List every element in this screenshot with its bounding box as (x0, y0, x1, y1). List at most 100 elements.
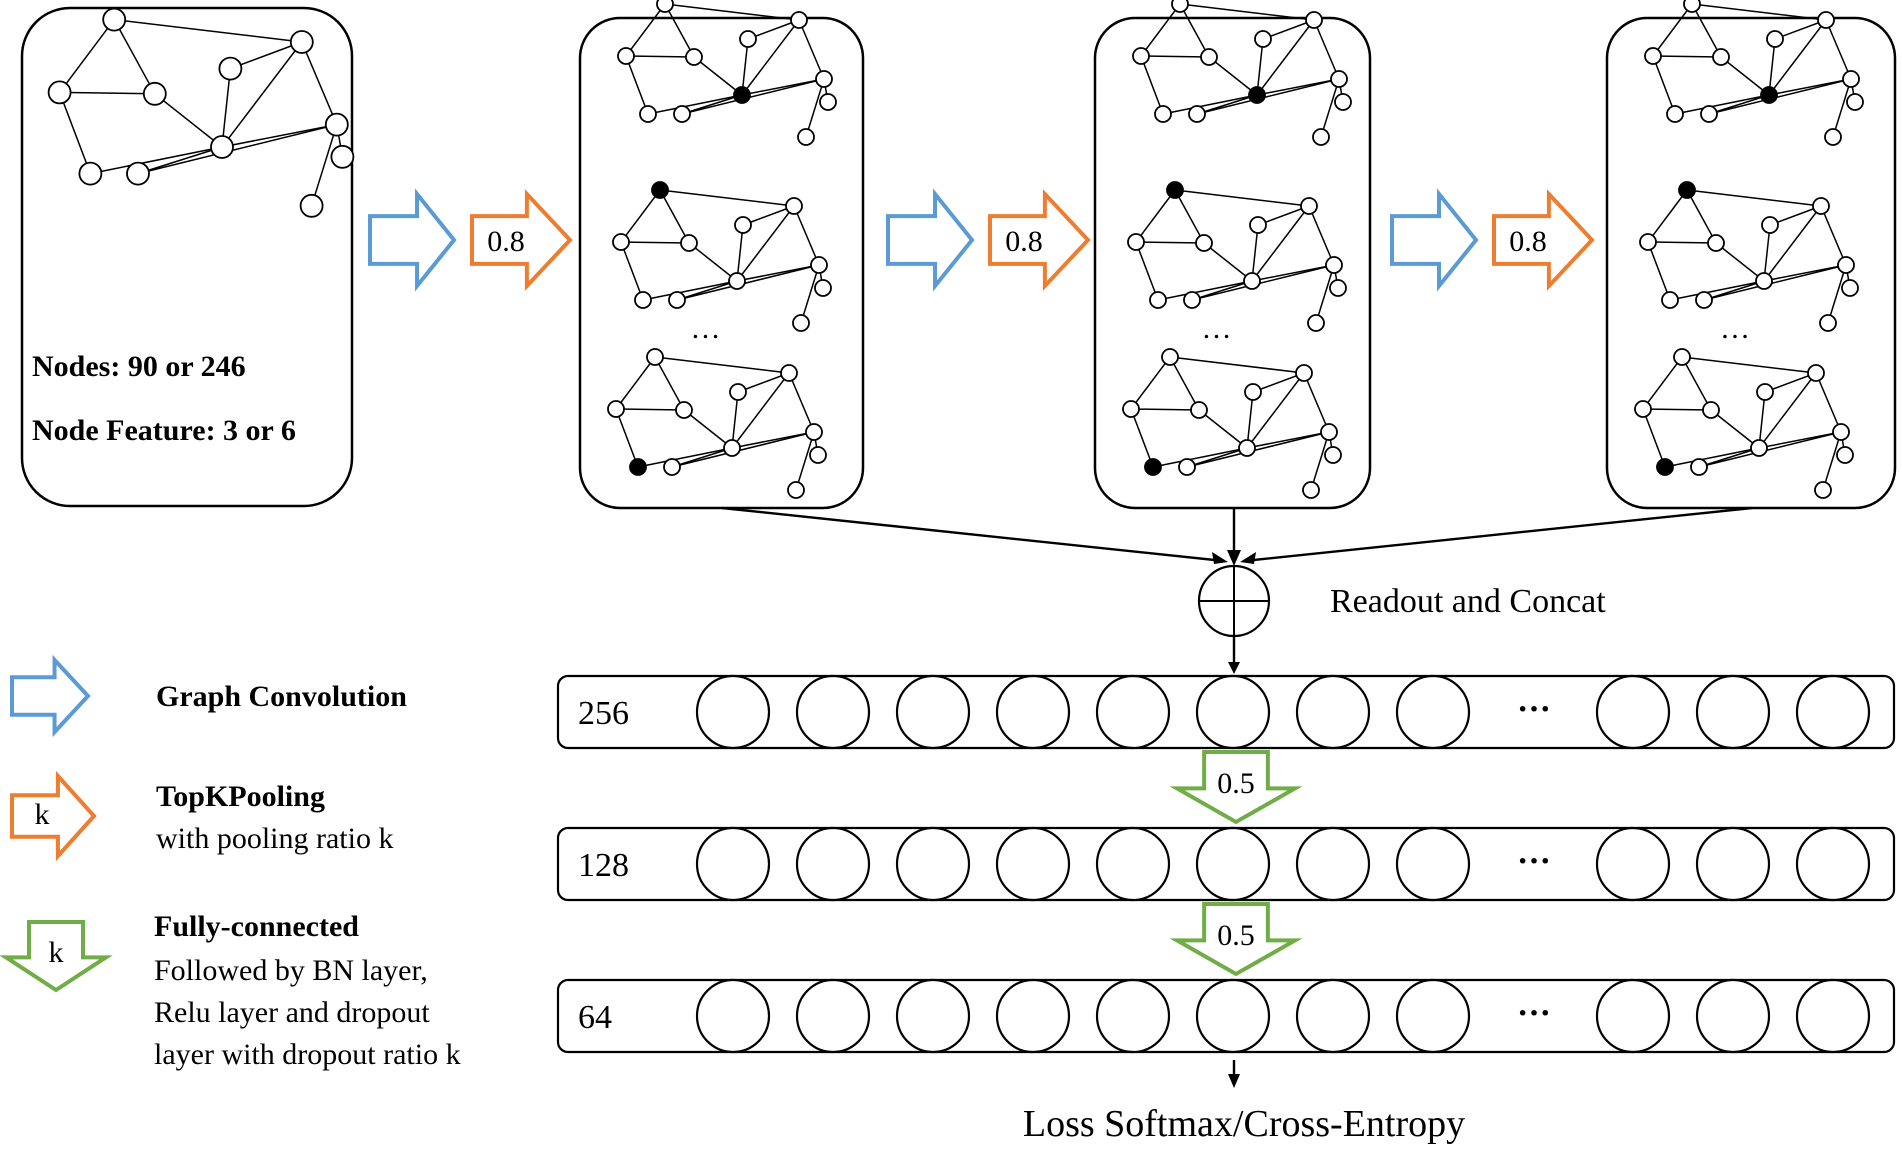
pooled-graph-edge (1252, 372, 1305, 393)
pooled-graph-node (1836, 446, 1854, 464)
legend-topk-pool-arrow-shape (10, 770, 97, 862)
input-graph-edge (301, 41, 338, 125)
neuron (795, 826, 871, 902)
pooled-graph-node (1807, 364, 1825, 382)
legend-fc-line-3: layer with dropout ratio k (154, 1038, 461, 1071)
pooled-graph-node (680, 234, 698, 252)
pooled-graph-node (1666, 105, 1684, 123)
pooled-graph-edge (1130, 356, 1171, 410)
pooled-graph-edge (625, 55, 695, 58)
pooled-graph-edge (1256, 38, 1264, 96)
pooled-graph-ellipsis: … (1720, 312, 1750, 345)
pooled-graph-edge (1708, 78, 1852, 115)
pooled-graph-edge (664, 3, 800, 21)
pooled-graph-edge (671, 431, 815, 468)
neuron (1095, 826, 1171, 902)
connector-middle-arrowhead (1227, 550, 1241, 566)
pooled-graph-edge (737, 372, 790, 393)
neuron (1595, 674, 1671, 750)
fc-layer: 256··· (556, 674, 1896, 750)
pooled-graph-edge (1652, 3, 1693, 57)
pooled-graph-node (612, 233, 630, 251)
pooled-graph-node (1244, 383, 1262, 401)
pooled-graph-node (1814, 481, 1832, 499)
pooled-graph-node (739, 30, 757, 48)
pooled-graph-stacks: ……… (578, 0, 1897, 510)
readout-to-layer-arrowhead (1228, 662, 1240, 674)
pooled-graph-edge (1152, 447, 1248, 468)
neuron (1395, 978, 1471, 1054)
pooled-graph-edge (1832, 78, 1852, 138)
pooled-graph-node (1639, 233, 1657, 251)
pooled-graph-edge (1313, 19, 1340, 80)
neuron (1095, 978, 1171, 1054)
pooled-graph-edge (1169, 356, 1200, 411)
legend-pool-title: TopKPooling (156, 780, 325, 813)
pooled-graph-edge (1186, 431, 1330, 468)
pooled-graph-edge (1315, 264, 1335, 324)
pooled-graph-edge (615, 408, 639, 468)
pooled-graph-edge (1652, 55, 1722, 58)
pooled-graph-box (578, 16, 865, 510)
pooled-graph-edge (1774, 19, 1827, 40)
pooled-graph-edge (1647, 241, 1671, 301)
legend-fc-symbol: k (49, 936, 64, 969)
pooled-graph-node (1307, 314, 1325, 332)
pooled-graph-node (1238, 439, 1256, 457)
pooled-graph-node (1249, 216, 1267, 234)
pooled-graph-edge (615, 356, 656, 410)
pooled-graph-node (1841, 279, 1859, 297)
pooled-graph-node (1819, 314, 1837, 332)
pooled-graph-edge (800, 264, 820, 324)
pooled-graph-edge (637, 447, 733, 468)
connector-left (721, 506, 1225, 563)
pooled-graph-edge (1768, 38, 1776, 96)
pooled-graph-edge (654, 356, 790, 374)
input-graph-edge (114, 18, 302, 43)
pooled-graph-edge (1179, 3, 1210, 58)
pooled-graph-node (1837, 256, 1855, 274)
pooled-graph-node (675, 401, 693, 419)
neuron (1195, 826, 1271, 902)
pooled-graph-edge (1196, 78, 1340, 115)
pooled-graph-edge (1320, 78, 1340, 138)
pooled-graph-node (1132, 47, 1150, 65)
connector-right (1243, 506, 1753, 563)
input-graph-node (142, 81, 167, 106)
pooled-graph-edge (1815, 372, 1842, 433)
pooled-graph-edge (1642, 408, 1666, 468)
pooled-graph-node (819, 93, 837, 111)
pooled-graph-edge (664, 3, 695, 58)
pooled-graph-edge (1647, 189, 1688, 243)
pooled-graph-node (814, 279, 832, 297)
pooled-graph-selected-node (1656, 458, 1674, 476)
pooled-graph-edge (1208, 56, 1258, 96)
input-graph-node (47, 80, 72, 105)
pooled-graph-node (1325, 256, 1343, 274)
neuron (1595, 978, 1671, 1054)
readout-label: Readout and Concat (1330, 583, 1606, 620)
pooled-graph-node (634, 291, 652, 309)
input-graph-edge (221, 123, 337, 148)
pooled-graph-edge (647, 94, 743, 115)
pooled-graph-node (1188, 105, 1206, 123)
pooled-graph-edge (1674, 94, 1770, 115)
pooled-graph-edge (1681, 356, 1817, 374)
neuron (1195, 978, 1271, 1054)
pooled-graph-edge (1179, 3, 1315, 21)
pooled-graph-node (1300, 197, 1318, 215)
neuron (1595, 826, 1671, 902)
pooled-graph-node (1330, 70, 1348, 88)
pooled-graph-node (797, 128, 815, 146)
pooled-graph-edge (741, 38, 749, 96)
fc-layer: 128··· (556, 826, 1896, 902)
pooled-graph-node (1190, 401, 1208, 419)
pooled-graph-node (1305, 11, 1323, 29)
pooled-graph-node (1149, 291, 1167, 309)
pooled-graph-node (790, 11, 808, 29)
pooled-graph-edge (805, 78, 825, 138)
pooled-graph-selected-node (1678, 181, 1696, 199)
pooled-graph-edge (1698, 431, 1842, 468)
pooled-graph-edge (1763, 224, 1771, 282)
